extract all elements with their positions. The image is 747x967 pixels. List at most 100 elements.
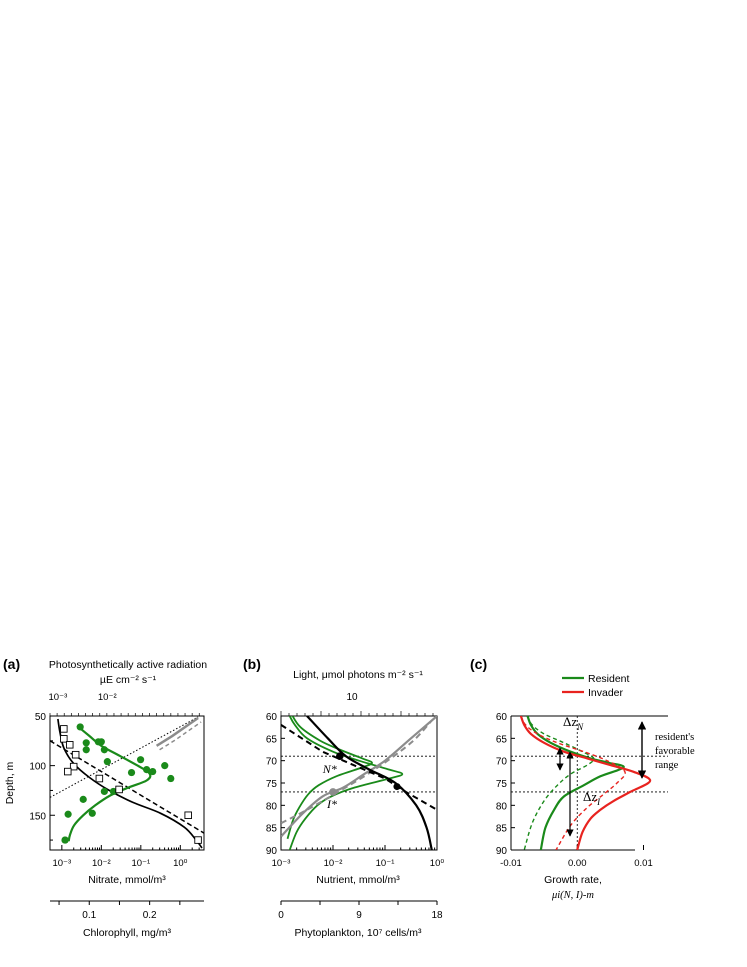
- x-tick-label: 10⁻²: [324, 858, 343, 869]
- nitrate-point: [115, 785, 123, 794]
- i-star-label: I*: [326, 797, 337, 811]
- y-tick-label: 75: [266, 779, 278, 790]
- legend-label: Invader: [588, 687, 624, 699]
- chlorophyll-point: [88, 809, 96, 817]
- panel-label: (c): [470, 656, 487, 672]
- panel-b-plot: [281, 716, 437, 850]
- chlorophyll-point: [167, 774, 175, 783]
- x-tick-label: 10⁰: [173, 858, 188, 869]
- y-tick-label: 75: [496, 779, 508, 790]
- equilibrium-point: [335, 752, 344, 760]
- figure-root: (a) (b) (c) Photosynthetically active radia…: [3, 656, 695, 939]
- x-tick-label: 0.00: [568, 858, 587, 869]
- chlorophyll-point: [109, 787, 118, 796]
- phytoplankton-profile-line: [286, 716, 373, 840]
- y-tick-label: 50: [35, 712, 47, 723]
- chlorophyll-point: [143, 766, 151, 774]
- y-tick-label: 80: [266, 801, 278, 812]
- growth-rate-line: [526, 716, 625, 850]
- chlorophyll-point: [97, 738, 105, 746]
- x-tick-label: 10⁻³: [52, 858, 71, 869]
- y-tick-label: 65: [266, 734, 278, 745]
- phytoplankton-tick-label: 0: [278, 910, 284, 921]
- chlorophyll-fit-line: [67, 725, 152, 842]
- delta-zn-label: ΔzN: [563, 714, 584, 732]
- chlorophyll-point: [82, 746, 90, 754]
- favorable-range-label: resident's: [655, 732, 694, 743]
- y-tick-label: 100: [29, 762, 46, 773]
- panel-label: (a): [3, 656, 20, 672]
- x-tick-label: 10⁻²: [92, 858, 111, 869]
- y-tick-label: 90: [496, 846, 508, 857]
- legend-label: Resident: [588, 673, 630, 685]
- phytoplankton-profile-line: [288, 716, 404, 850]
- nitrate-point: [71, 750, 80, 759]
- delta-zi-subscript: I: [596, 797, 601, 807]
- x-tick-label: 10⁰: [430, 858, 445, 869]
- growth-rate-line: [520, 716, 626, 850]
- growth-rate-line: [523, 716, 595, 850]
- nitrate-point: [64, 767, 72, 776]
- equilibrium-point: [329, 788, 337, 796]
- panel-b: Light, μmol photons m⁻² s⁻¹1060657075808…: [266, 669, 444, 939]
- x-axis-sublabel: μi(N, I)-m: [551, 890, 594, 901]
- delta-zn-subscript: N: [576, 722, 584, 732]
- chlorophyll-point: [149, 767, 157, 776]
- y-tick-label: 65: [496, 734, 508, 745]
- top-axis-title: Light, μmol photons m⁻² s⁻¹: [293, 669, 423, 681]
- plot-frame: [49, 715, 205, 851]
- nitrate-fit-line: [57, 718, 203, 849]
- nitrate-point: [194, 836, 202, 844]
- chlorophyll-point: [61, 836, 69, 844]
- top-axis-unit: µE cm⁻² s⁻¹: [100, 674, 157, 686]
- chlorophyll-axis-label: Chlorophyll, mg/m³: [83, 927, 172, 939]
- nitrate-point: [60, 725, 68, 733]
- y-tick-label: 150: [29, 811, 46, 822]
- panel-c-plot: [519, 716, 652, 850]
- chlorophyll-point: [103, 758, 111, 766]
- top-axis-title: Photosynthetically active radiation: [49, 659, 207, 671]
- chlorophyll-point: [64, 810, 72, 818]
- x-axis-label: Nutrient, mmol/m³: [316, 874, 400, 886]
- y-tick-label: 85: [266, 824, 278, 835]
- x-axis-label: Growth rate,: [544, 874, 602, 886]
- x-axis-label: Nitrate, mmol/m³: [88, 874, 166, 886]
- chlorophyll-tick-label: 0.1: [82, 910, 96, 921]
- delta-zi-label: ΔzI: [583, 789, 601, 807]
- n-star-label: N*: [322, 762, 337, 776]
- y-tick-label: 80: [496, 801, 508, 812]
- light-gray-line: [155, 716, 199, 747]
- favorable-range-label: favorable: [655, 746, 695, 757]
- chlorophyll-point: [136, 756, 145, 764]
- nitrate-point: [65, 741, 74, 749]
- top-tick-label: 10⁻²: [98, 692, 117, 703]
- chlorophyll-tick-label: 0.2: [143, 910, 157, 921]
- y-tick-label: 70: [496, 757, 508, 768]
- panel-a-plot: [50, 716, 204, 849]
- chlorophyll-point: [100, 787, 108, 796]
- nutrient-line: [306, 716, 433, 850]
- crossing-point: [393, 783, 401, 791]
- y-tick-label: 90: [266, 846, 278, 857]
- phytoplankton-axis-label: Phytoplankton, 10⁷ cells/m³: [295, 927, 422, 939]
- phytoplankton-tick-label: 9: [356, 910, 362, 921]
- chlorophyll-point: [82, 739, 90, 747]
- light-line: [281, 716, 437, 838]
- x-tick-label: 0.01: [634, 858, 653, 869]
- panel-a: Photosynthetically active radiation µE cm…: [4, 659, 207, 939]
- y-tick-label: 60: [496, 712, 508, 723]
- chlorophyll-point: [79, 795, 87, 803]
- nutrient-dashed-line: [281, 724, 437, 811]
- nitrate-point: [184, 811, 192, 820]
- favorable-range-label: range: [655, 760, 679, 771]
- panel-label: (b): [243, 656, 261, 672]
- chlorophyll-point: [161, 762, 169, 770]
- chlorophyll-point: [100, 746, 108, 754]
- x-tick-label: -0.01: [500, 858, 522, 869]
- y-tick-label: 60: [266, 712, 278, 723]
- nitrate-point: [60, 735, 68, 743]
- chlorophyll-point: [127, 768, 136, 777]
- y-tick-label: 70: [266, 757, 278, 768]
